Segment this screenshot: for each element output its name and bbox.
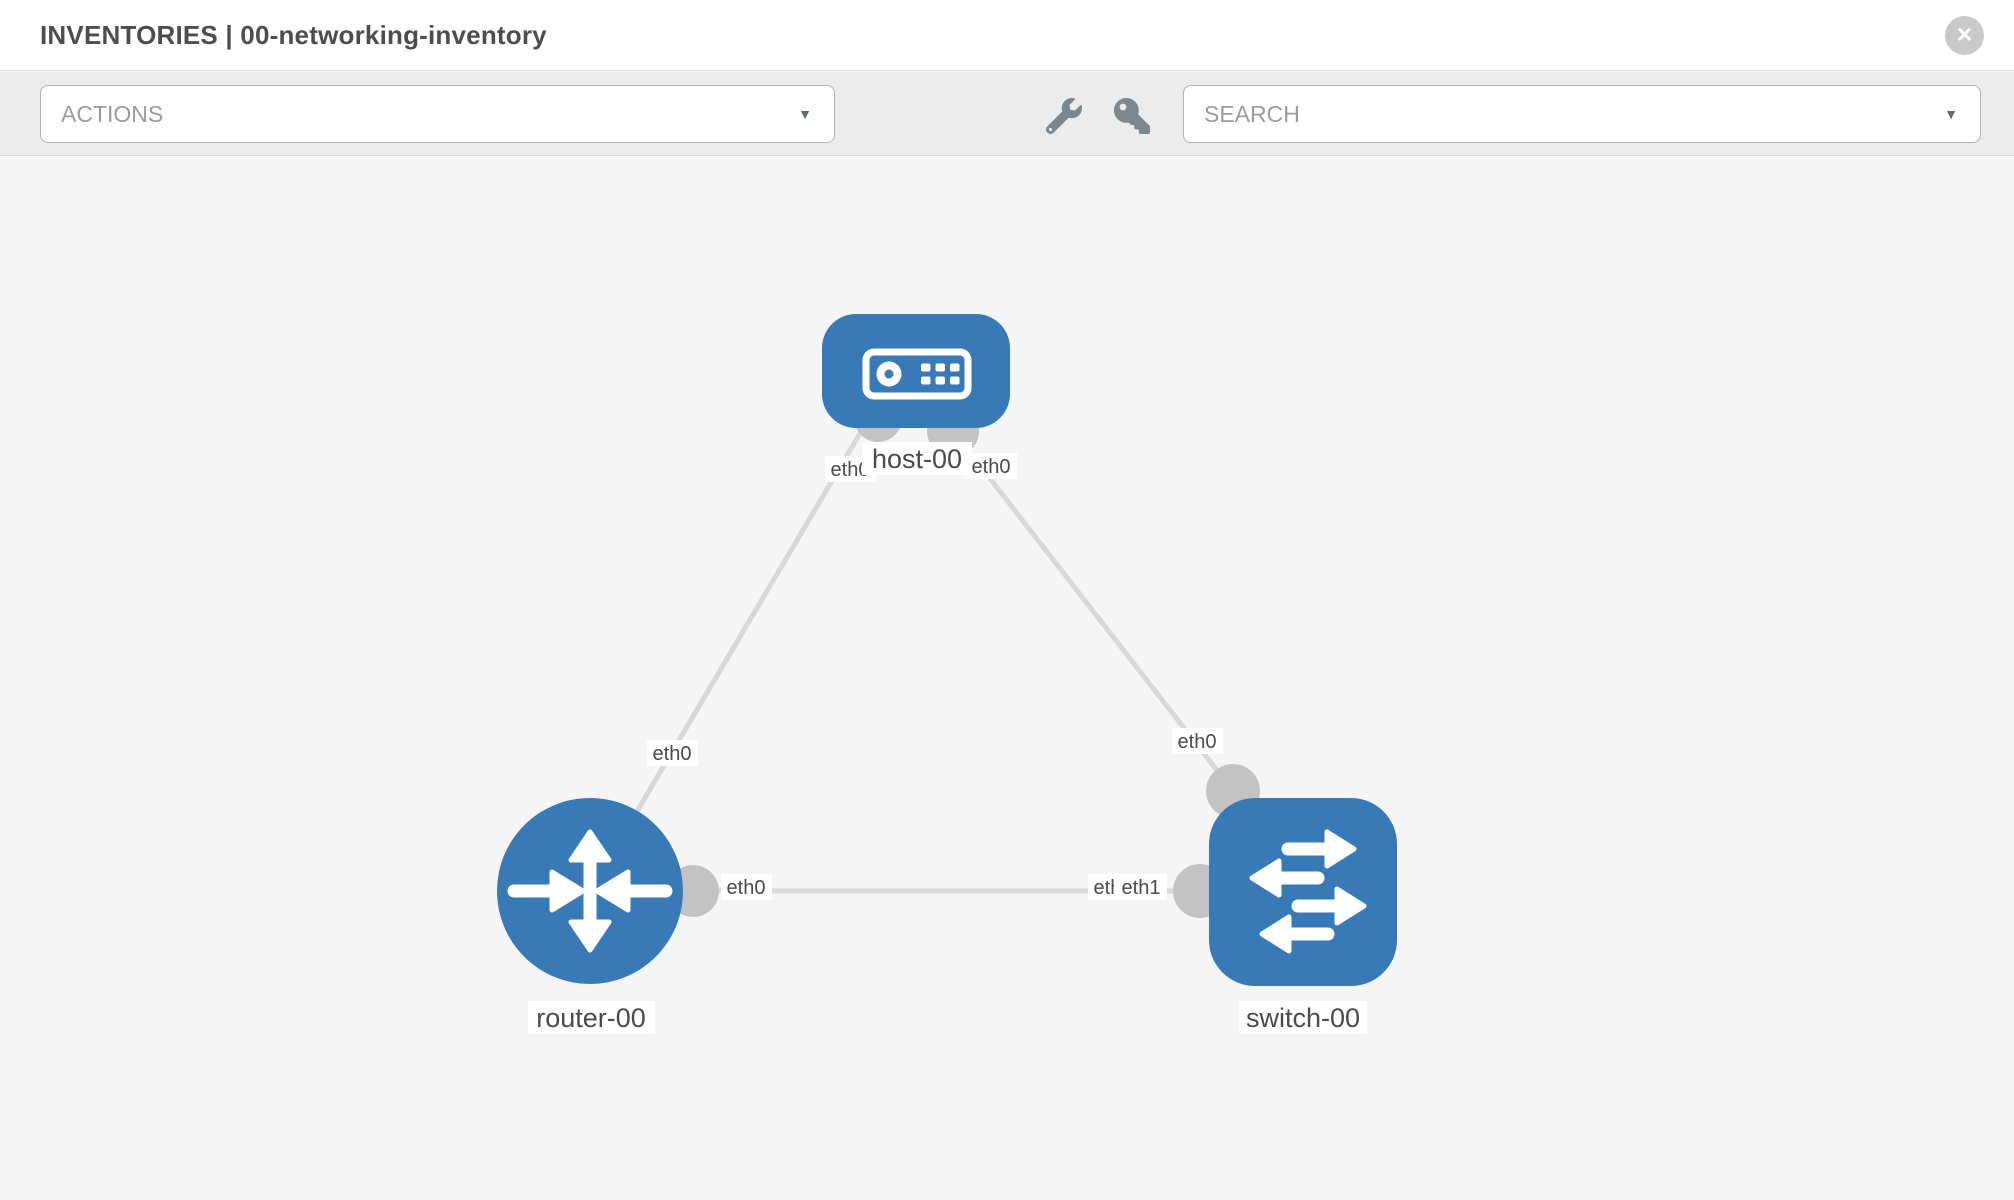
switch-icon (1249, 829, 1367, 954)
search-dropdown-label: SEARCH (1204, 101, 1300, 127)
interface-label: eth0 (825, 456, 876, 482)
interface-label: eth0 (721, 874, 772, 900)
svg-text:switch-00: switch-00 (1246, 1003, 1360, 1033)
node-host-00[interactable] (822, 314, 1010, 428)
svg-text:eth1: eth1 (1122, 877, 1161, 899)
svg-text:router-00: router-00 (536, 1003, 646, 1033)
close-icon: ✕ (1955, 24, 1974, 47)
router-icon (507, 829, 673, 953)
svg-text:eth0: eth0 (1178, 731, 1217, 753)
chevron-down-icon: ▼ (1944, 106, 1958, 122)
page-title: INVENTORIES | 00-networking-inventory (40, 20, 547, 50)
actions-dropdown-label: ACTIONS (61, 101, 164, 127)
topology-diagram: eth0 eth0 eth0 eth0 eth0 eth0 eth1 (497, 314, 1397, 1034)
interface-label: eth0 (966, 453, 1017, 479)
wrench-button[interactable] (1046, 96, 1086, 136)
key-button[interactable] (1114, 96, 1154, 136)
header: INVENTORIES | 00-networking-inventory ✕ (0, 0, 2014, 71)
node-switch-00[interactable] (1209, 798, 1397, 986)
actions-dropdown[interactable]: ACTIONS ▼ (40, 85, 835, 143)
node-label: switch-00 (1239, 1001, 1367, 1034)
host-icon (862, 348, 972, 400)
wrench-icon (1046, 98, 1082, 134)
link-host-router[interactable] (587, 406, 878, 893)
node-label: router-00 (528, 1001, 655, 1034)
node-label: host-00 (862, 442, 972, 475)
svg-text:eth0: eth0 (831, 459, 870, 481)
chevron-down-icon: ▼ (798, 106, 812, 122)
key-icon (1114, 98, 1150, 134)
search-dropdown[interactable]: SEARCH ▼ (1183, 85, 1981, 143)
switch-node-shape[interactable] (1209, 798, 1397, 986)
host-node-shape[interactable] (822, 314, 1010, 428)
svg-text:eth0: eth0 (972, 456, 1011, 478)
svg-text:host-00: host-00 (872, 444, 962, 474)
svg-text:eth0: eth0 (653, 743, 692, 765)
interface-label: eth1 (1114, 874, 1167, 900)
svg-text:eth0: eth0 (727, 877, 766, 899)
toolbar: ACTIONS ▼ SEARCH ▼ (0, 72, 2014, 156)
interface-label: eth0 (647, 740, 698, 766)
node-router-00[interactable] (497, 798, 683, 984)
topology-canvas[interactable]: eth0 eth0 eth0 eth0 eth0 eth0 eth1 (0, 156, 2014, 1200)
interface-label: eth0 (1172, 728, 1223, 754)
close-button[interactable]: ✕ (1945, 16, 1984, 55)
